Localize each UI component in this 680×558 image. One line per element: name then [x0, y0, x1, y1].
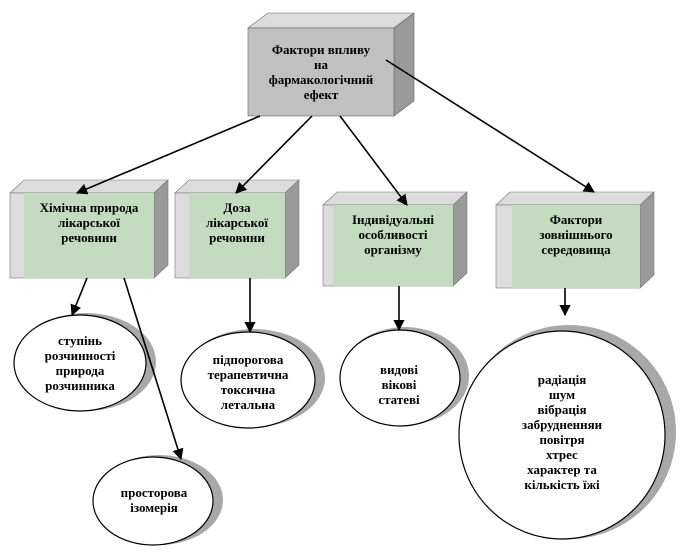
- leaf-label-line: характер та: [527, 462, 597, 477]
- leaf-label-line: хтрес: [546, 447, 578, 462]
- category-label-dose: Доза лікарської речовини: [189, 193, 285, 251]
- arrow-root-to-chemical: [75, 115, 261, 195]
- leaf-label-line: статеві: [378, 391, 420, 407]
- leaf-label-line: розчинника: [45, 378, 115, 393]
- category-label-line: Фактори: [549, 211, 603, 227]
- category-label-individual: Індивідуальні особливості організму: [333, 205, 453, 263]
- category-box-dose: [174, 179, 300, 279]
- root-label-line: Фактори впливу: [271, 42, 371, 57]
- category-label-line: середовища: [541, 241, 611, 257]
- leaf-label-line: летальна: [220, 397, 276, 412]
- leaf-label-line: вібрація: [537, 402, 587, 417]
- category-box-environment: [495, 191, 655, 289]
- root-box: [247, 12, 415, 117]
- category-label-line: організму: [364, 241, 422, 257]
- arrow-root-to-dose: [235, 115, 313, 194]
- leaf-label-line: природа: [55, 363, 105, 378]
- category-label-line: Доза: [223, 199, 251, 215]
- leaf-label-line: просторова: [120, 485, 188, 500]
- category-label-line: Хімічна природа: [39, 199, 139, 215]
- leaf-ellipse-environment: [458, 325, 676, 540]
- root-label-line: ефект: [303, 87, 339, 102]
- leaf-label-line: кількість їжі: [524, 477, 600, 492]
- category-label-line: особливості: [358, 226, 428, 242]
- category-label-line: речовини: [209, 229, 265, 245]
- leaf-ellipse-dose-levels: [180, 329, 325, 429]
- category-label-chemical: Хімічна природа лікарської речовини: [24, 193, 154, 251]
- leaf-label-line: ізомерія: [130, 500, 178, 515]
- category-label-line: речовини: [61, 229, 117, 245]
- category-label-line: лікарської: [57, 214, 120, 230]
- category-label-environment: Фактори зовнішнього середовища: [512, 205, 640, 263]
- leaf-label-environment: радіація шум вібрація забрудненняи повіт…: [494, 366, 630, 498]
- leaf-label-line: забрудненняи: [521, 417, 603, 432]
- leaf-ellipse-isomerism: [92, 455, 223, 546]
- arrow-root-to-environment: [385, 59, 595, 193]
- leaf-label-line: повітря: [539, 432, 585, 447]
- leaf-label-line: ступінь: [58, 333, 102, 348]
- leaf-label-line: розчинності: [44, 348, 116, 363]
- leaf-label-line: терапевтична: [207, 367, 289, 382]
- leaf-label-isomerism: просторова ізомерія: [98, 480, 210, 520]
- leaf-label-line: шум: [548, 387, 576, 402]
- root-label-line: фармакологічний: [268, 72, 374, 87]
- leaf-ellipse-individual: [339, 327, 469, 427]
- leaf-ellipse-solubility: [13, 313, 156, 412]
- leaf-label-line: радіація: [537, 372, 587, 387]
- leaf-label-line: видові: [380, 361, 418, 377]
- category-box-individual: [322, 191, 468, 287]
- leaf-label-solubility: ступінь розчинності природа розчинника: [18, 326, 142, 400]
- root-label-line: на: [314, 57, 328, 72]
- leaf-label-line: підпорогова: [212, 352, 284, 367]
- connectors: [70, 59, 595, 461]
- category-label-line: зовнішнього: [539, 226, 613, 242]
- arrow-chemical-to-solubility: [70, 277, 88, 317]
- category-label-line: лікарської: [205, 214, 268, 230]
- arrow-chemical-to-isomerism: [123, 277, 184, 461]
- category-box-chemical: [9, 179, 169, 279]
- arrow-root-to-individual: [339, 115, 408, 206]
- category-label-line: Індивідуальні: [351, 211, 435, 227]
- leaf-label-line: токсична: [220, 382, 276, 397]
- leaf-label-dose-levels: підпорогова терапевтична токсична леталь…: [186, 345, 310, 419]
- leaf-label-line: вікові: [381, 376, 417, 392]
- leaf-label-individual: видові вікові статеві: [346, 356, 452, 412]
- root-label: Фактори впливу на фармакологічний ефект: [248, 28, 394, 116]
